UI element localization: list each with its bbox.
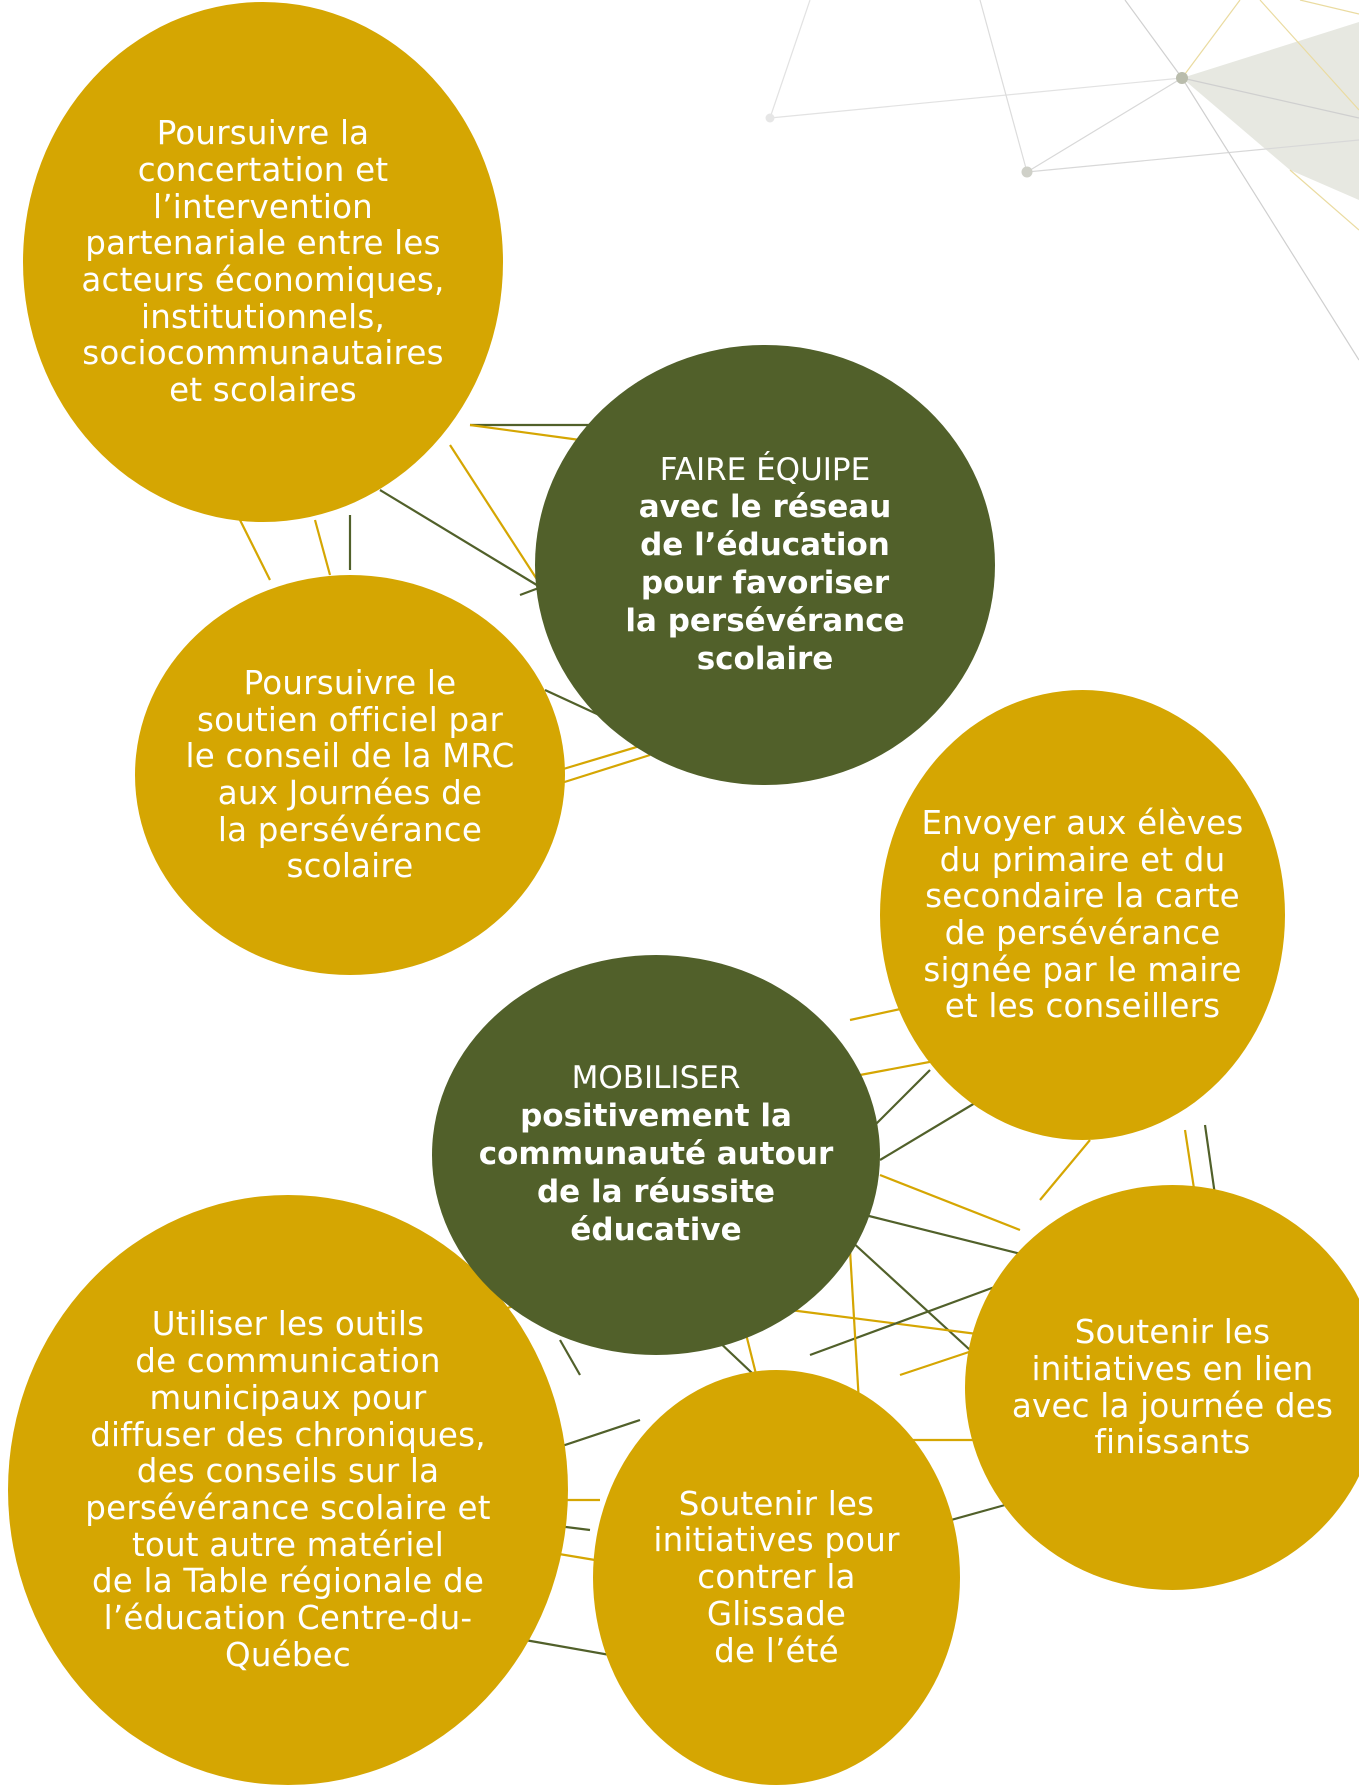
connector-line xyxy=(470,425,580,440)
connector-line xyxy=(560,1340,580,1375)
connector-line xyxy=(880,1175,1020,1230)
connector-line xyxy=(555,755,650,785)
action-bubble-concertation: Poursuivre la concertation et l’interven… xyxy=(23,2,503,522)
decor-node xyxy=(1176,72,1188,84)
action-text-concertation: Poursuivre la concertation et l’interven… xyxy=(81,115,444,409)
action-text-card: Envoyer aux élèves du primaire et du sec… xyxy=(921,805,1243,1025)
connector-line xyxy=(525,1640,610,1655)
action-text-communication: Utiliser les outils de communication mun… xyxy=(85,1306,490,1673)
theme-text-team: FAIRE ÉQUIPE avec le réseau de l’éducati… xyxy=(625,452,904,679)
theme-heading-mobilize: MOBILISER xyxy=(572,1060,741,1096)
action-bubble-summer-slide: Soutenir les initiatives pour contrer la… xyxy=(593,1370,960,1785)
connector-line xyxy=(380,490,545,590)
theme-text-mobilize: MOBILISER positivement la communauté aut… xyxy=(479,1060,834,1249)
theme-body-team: avec le réseau de l’éducation pour favor… xyxy=(625,489,904,676)
connector-line xyxy=(880,1100,980,1160)
decor-line xyxy=(980,0,1027,172)
theme-bubble-team: FAIRE ÉQUIPE avec le réseau de l’éducati… xyxy=(535,345,995,785)
action-text-graduates: Soutenir les initiatives en lien avec la… xyxy=(1012,1314,1333,1461)
decor-line xyxy=(770,0,810,118)
background-network-decoration xyxy=(766,0,1359,360)
connector-line xyxy=(790,1310,985,1335)
action-bubble-graduates: Soutenir les initiatives en lien avec la… xyxy=(965,1185,1359,1590)
connector-line xyxy=(1040,1140,1090,1200)
theme-body-mobilize: positivement la communauté autour de la … xyxy=(479,1098,834,1247)
decor-line xyxy=(770,78,1182,118)
decor-node xyxy=(1022,167,1033,178)
connector-line xyxy=(870,1070,930,1130)
connector-line xyxy=(315,520,330,575)
action-bubble-card: Envoyer aux élèves du primaire et du sec… xyxy=(880,690,1285,1140)
action-text-summer-slide: Soutenir les initiatives pour contrer la… xyxy=(653,1486,899,1670)
connector-line xyxy=(1205,1125,1215,1195)
decor-line xyxy=(1300,0,1359,14)
connector-line xyxy=(240,520,270,580)
decor-shard xyxy=(1182,22,1359,200)
theme-bubble-mobilize: MOBILISER positivement la communauté aut… xyxy=(432,955,880,1355)
connector-line xyxy=(850,1008,905,1020)
theme-heading-team: FAIRE ÉQUIPE xyxy=(660,452,870,488)
connector-line xyxy=(865,1215,1025,1255)
decor-line xyxy=(1027,78,1182,172)
decor-line xyxy=(1125,0,1182,78)
decor-node xyxy=(766,114,775,123)
action-bubble-official-support: Poursuivre le soutien officiel par le co… xyxy=(135,575,565,975)
action-text-official-support: Poursuivre le soutien officiel par le co… xyxy=(186,665,515,885)
